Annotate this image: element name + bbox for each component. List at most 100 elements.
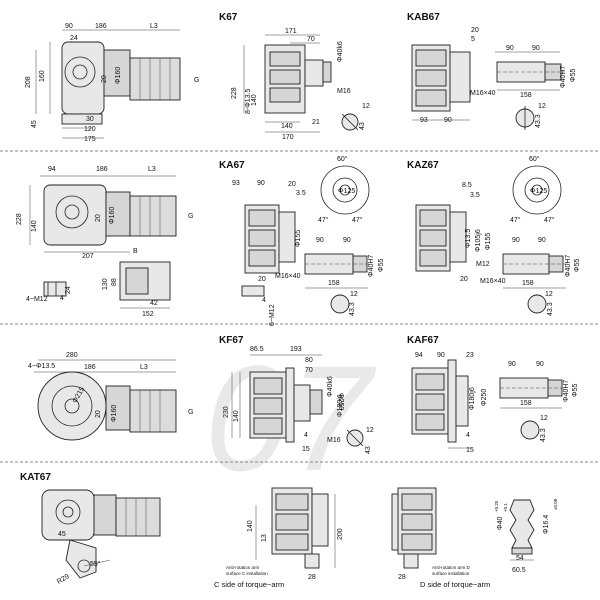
k67-dim-160: 160 (39, 70, 46, 82)
c-side-dim-140: 140 (247, 520, 254, 532)
ka67-dim-20-side: 20 (288, 181, 296, 188)
ka67-dim-130: 130 (102, 278, 109, 290)
kaf67-drawing (411, 359, 565, 449)
kab67-dim-43-3: 43.3 (535, 114, 542, 128)
d-side-dim-54: 54 (516, 555, 524, 562)
ka67-dim-90b: 90 (343, 237, 351, 244)
ka67-dim-20-low: 20 (258, 276, 266, 283)
k67-dim-20: 20 (101, 75, 108, 83)
kab67-dim-20: 20 (471, 27, 479, 34)
kaf67-dim-158: 158 (520, 400, 532, 407)
k67-dim-12: 12 (362, 103, 370, 110)
kaz67-dim-60deg: 60° (529, 155, 540, 163)
kf67-dim-4: 4 (304, 432, 308, 439)
kf67-dim-140: 140 (233, 410, 240, 422)
k67-dim-170: 170 (282, 134, 294, 141)
kaf67-dim-90b: 90 (536, 361, 544, 368)
ka67-dim-152: 152 (142, 311, 154, 318)
kaz67-dim-phi40H7: Φ40H7 (565, 255, 572, 277)
kf67-dim-M16: M16 (327, 437, 341, 444)
k67-dim-175: 175 (84, 136, 96, 143)
kf67-dim-80: 80 (305, 357, 313, 364)
k67-dim-M16: M16 (337, 88, 351, 95)
k67-dim-228: 228 (231, 87, 238, 99)
kaz67-dim-phi125: Φ125 (530, 188, 547, 195)
c-side-torque-arm-drawing (255, 487, 336, 569)
kf67-dim-L3: L3 (140, 364, 148, 371)
ka67-dim-4-M12: 4−M12 (26, 296, 48, 303)
k67-dim-24: 24 (70, 35, 78, 42)
kab67-dim-5: 5 (471, 36, 475, 43)
model-label-kab67: KAB67 (407, 12, 440, 23)
kaz67-dim-90b: 90 (538, 237, 546, 244)
kaf67-dim-12: 12 (540, 415, 548, 422)
ka67-dim-140: 140 (31, 220, 38, 232)
model-label-kaz67: KAZ67 (407, 160, 439, 171)
k67-dim-8-phi13-5: 8-Φ13.5 (245, 88, 252, 114)
ka67-dim-4: 4 (60, 295, 64, 302)
ka67-dim-43-3: 43.3 (349, 302, 356, 316)
ka67-dim-90a: 90 (316, 237, 324, 244)
k67-dim-186: 186 (95, 23, 107, 30)
model-label-kaf67: KAF67 (407, 335, 439, 346)
c-side-dim-28: 28 (308, 574, 316, 581)
k67-dim-120: 120 (84, 126, 96, 133)
ka67-dim-93: 93 (232, 180, 240, 187)
kab67-dim-90a: 90 (506, 45, 514, 52)
kaz67-dim-phi155: Φ155 (485, 233, 492, 250)
k67-side-view-drawing (243, 34, 359, 133)
kaf67-dim-23: 23 (466, 352, 474, 359)
d-side-torque-arm-drawing (391, 487, 535, 569)
kab67-dim-12: 12 (538, 103, 546, 110)
kf67-gear-unit-drawing (34, 359, 177, 441)
kaz67-dim-43-3: 43.3 (547, 302, 554, 316)
ka67-gear-unit-drawing (29, 175, 177, 309)
kf67-dim-193: 193 (290, 346, 302, 353)
kaf67-dim-94: 94 (415, 352, 423, 359)
kaf67-dim-phi40H7: Φ40H7 (563, 380, 570, 402)
d-side-dim-60-5: 60.5 (512, 567, 526, 574)
kf67-dim-4-phi13-5: 4−Φ13.5 (28, 363, 55, 370)
c-side-caption: C side of torque−arm (214, 580, 284, 589)
kf67-dim-70: 70 (305, 367, 313, 374)
kaf67-dim-90: 90 (437, 352, 445, 359)
kab67-dim-90b: 90 (532, 45, 540, 52)
ka67-dim-207: 207 (82, 253, 94, 260)
ka67-dim-M16x40: M16×40 (275, 273, 301, 280)
ka67-dim-phi55: Φ55 (378, 259, 385, 272)
kaz67-dim-158: 158 (522, 280, 534, 287)
kf67-dim-G: G (188, 409, 193, 416)
k67-dim-21: 21 (312, 119, 320, 126)
ka67-dim-186: 186 (96, 166, 108, 173)
k67-dim-171: 171 (285, 28, 297, 35)
kat67-gear-unit-drawing (41, 489, 161, 579)
ka67-dim-G: G (188, 213, 193, 220)
ka67-dim-phi40H7: Φ40H7 (368, 255, 375, 277)
model-label-ka67: KA67 (219, 160, 245, 171)
kaz67-dim-phi105j6: Φ105j6 (475, 229, 482, 252)
c-side-dim-200: 200 (337, 528, 344, 540)
k67-dim-140-bottom: 140 (281, 123, 293, 130)
d-side-dim-phi40: Φ40 (497, 517, 504, 530)
k67-dim-43: 43 (359, 122, 366, 130)
kaz67-dim-M16x40: M16×40 (480, 278, 506, 285)
ka67-dim-4: 4 (262, 297, 266, 304)
kaz67-dim-90a: 90 (512, 237, 520, 244)
kab67-dim-phi55: Φ55 (570, 69, 577, 82)
kab67-dim-158: 158 (520, 92, 532, 99)
kat67-dim-45: 45 (58, 531, 66, 538)
kaf67-dim-15: 15 (466, 447, 474, 454)
k67-dim-140: 140 (251, 94, 258, 106)
d-side-dim-phi16-4: Φ16.4 (543, 515, 550, 534)
kf67-side-view-drawing (231, 354, 364, 447)
k67-dim-70: 70 (307, 36, 315, 43)
k67-dim-90: 90 (65, 23, 73, 30)
kaz67-dim-8-5: 8.5 (462, 182, 472, 189)
kaz67-dim-M12: M12 (476, 261, 490, 268)
k67-dim-G: G (194, 77, 199, 84)
d-side-dim-tol-upper: +0.25 (494, 500, 499, 512)
ka67-dim-42: 42 (150, 300, 158, 307)
model-label-kat67: KAT67 (20, 472, 51, 483)
ka67-dim-158: 158 (328, 280, 340, 287)
kf67-dim-phi40k6: Φ40k6 (327, 376, 334, 397)
